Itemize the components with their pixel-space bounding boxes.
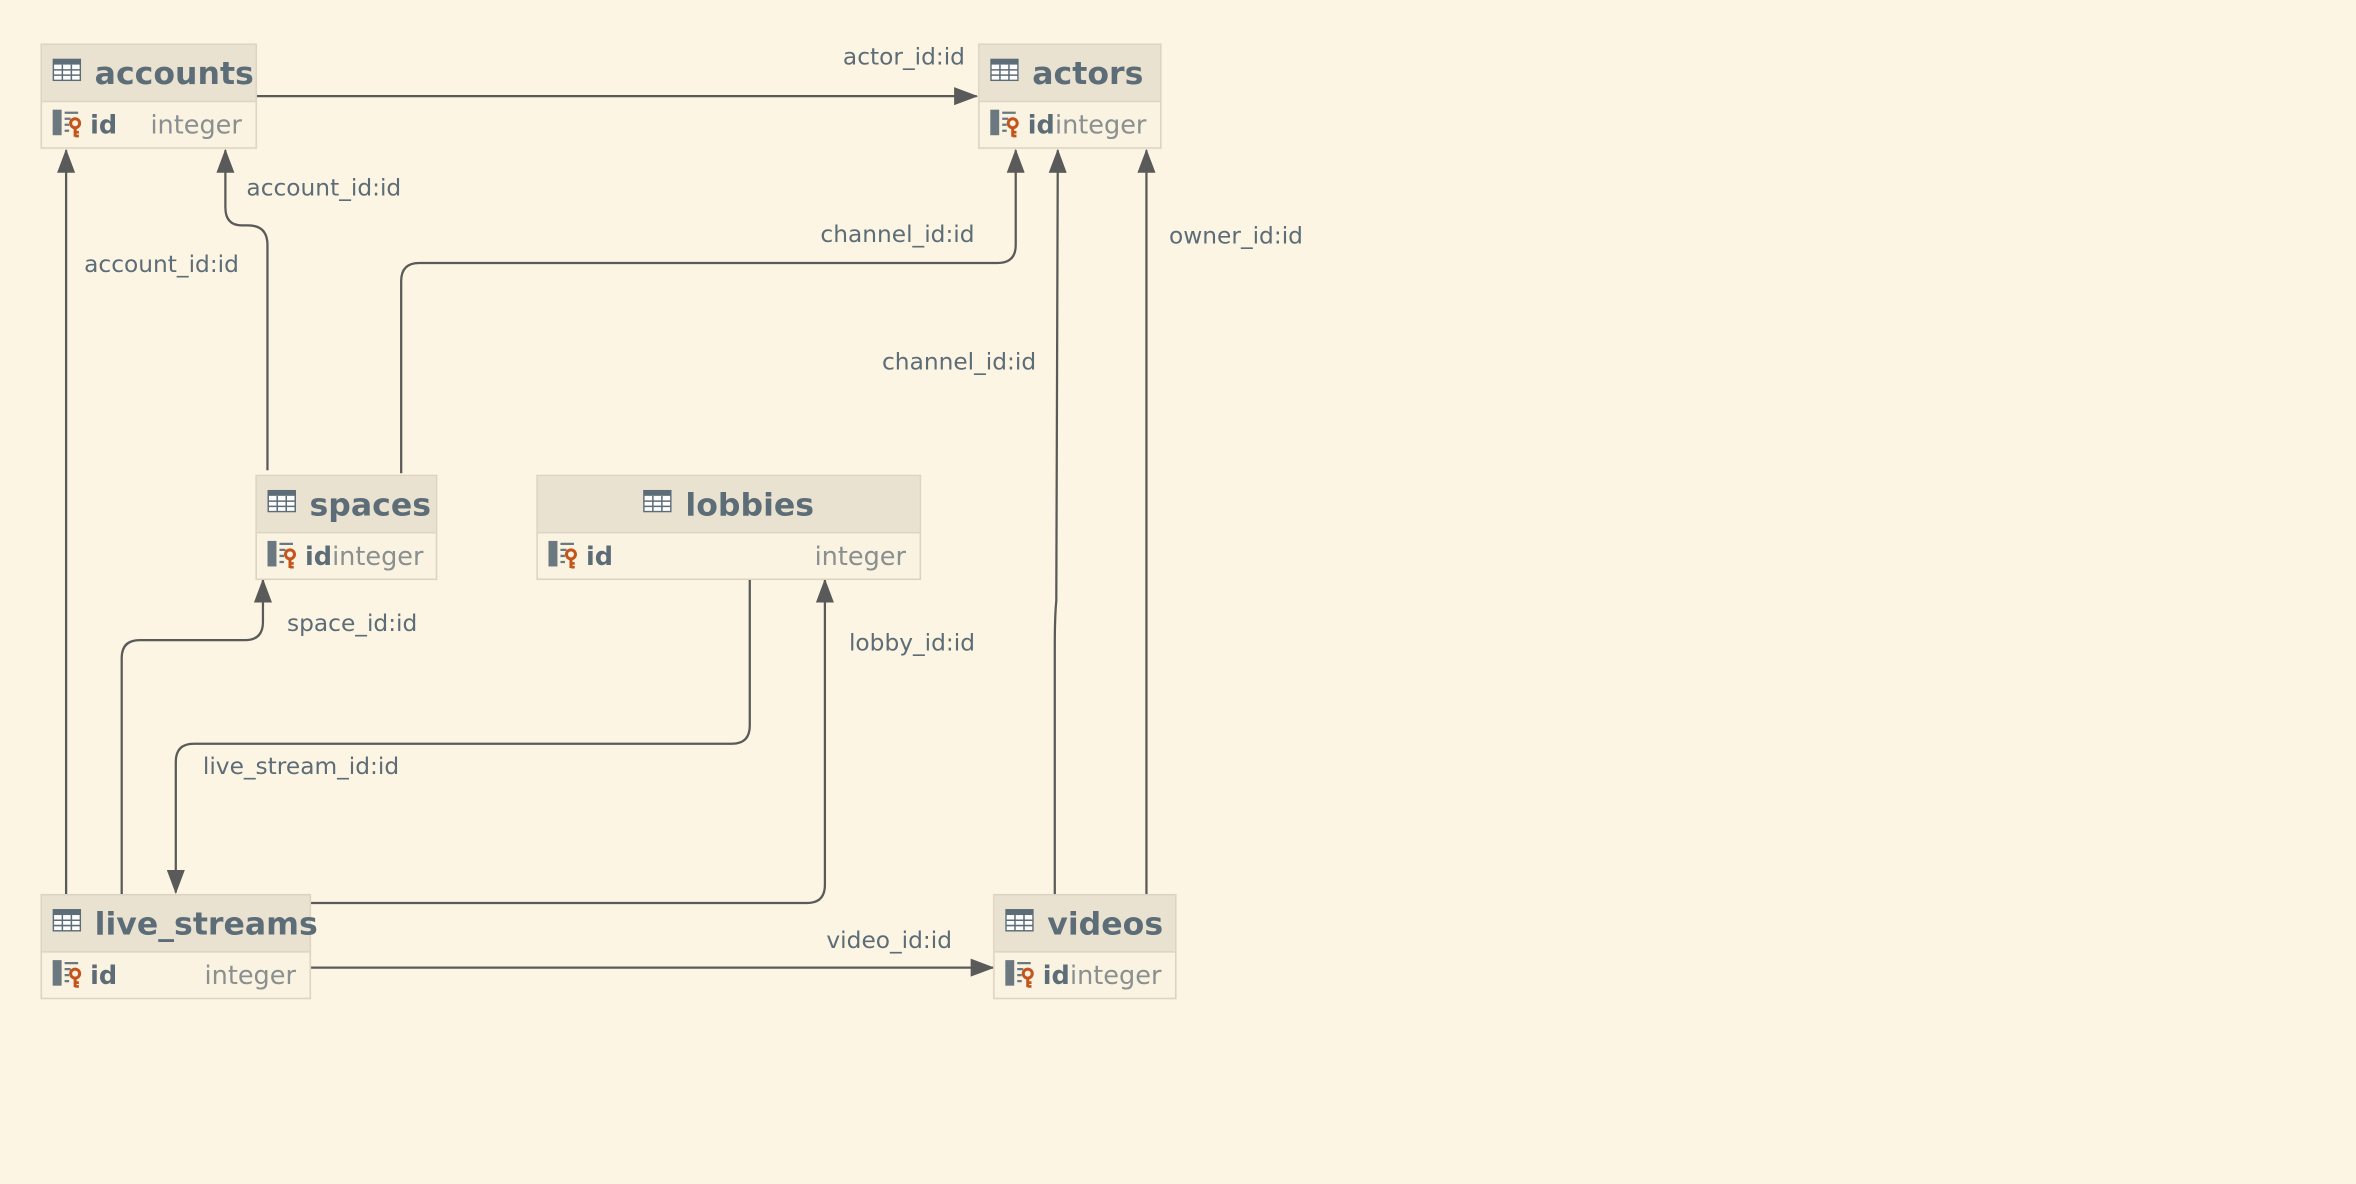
table-lobbies[interactable]: lobbies id integer: [536, 474, 922, 580]
table-name: spaces: [309, 486, 432, 523]
primary-key-icon: [1005, 958, 1035, 994]
table-live-streams[interactable]: live_streams id integer: [40, 894, 318, 1000]
label-video-id: video_id:id: [826, 927, 953, 955]
table-grid-icon: [1005, 909, 1034, 938]
table-name: lobbies: [685, 486, 815, 523]
primary-key-icon: [548, 539, 578, 575]
table-name: accounts: [94, 54, 254, 91]
edge-live-streams-spaces: [120, 578, 272, 895]
primary-key-icon: [990, 107, 1020, 143]
label-live-streams-account-id: account_id:id: [84, 250, 239, 278]
primary-key-icon: [267, 539, 297, 575]
table-actors[interactable]: actors id integer: [978, 43, 1162, 149]
primary-key-icon: [52, 958, 83, 994]
edge-videos-actors-channel: [1048, 148, 1067, 895]
column-name: id: [90, 960, 118, 991]
table-grid-icon: [267, 489, 297, 519]
edge-spaces-actors: [400, 148, 1025, 474]
edge-spaces-accounts: [216, 148, 269, 471]
column-row: id integer: [995, 953, 1175, 1000]
table-header: videos: [994, 895, 1175, 953]
column-name: id: [305, 541, 333, 572]
column-row: id integer: [538, 533, 920, 580]
column-name: id: [1042, 960, 1070, 991]
table-name: actors: [1032, 54, 1144, 91]
label-owner-id: owner_id:id: [1168, 222, 1303, 250]
column-type: integer: [1054, 110, 1147, 141]
column-row: id integer: [42, 953, 309, 1000]
column-type: integer: [1070, 960, 1162, 991]
primary-key-icon: [52, 107, 83, 143]
label-videos-channel-id: channel_id:id: [881, 348, 1037, 376]
column-row: id integer: [42, 102, 255, 149]
column-type: integer: [814, 541, 907, 572]
label-space-id: space_id:id: [286, 610, 418, 638]
label-actor-id: actor_id:id: [842, 43, 965, 71]
table-grid-icon: [990, 58, 1019, 88]
table-header: lobbies: [537, 476, 920, 534]
table-spaces[interactable]: spaces id integer: [255, 474, 438, 580]
table-grid-icon: [643, 489, 672, 519]
column-name: id: [90, 110, 118, 141]
table-header: live_streams: [42, 895, 318, 953]
edge-lobbies-live-streams: [166, 579, 751, 895]
column-type: integer: [204, 960, 297, 991]
table-name: videos: [1047, 905, 1164, 942]
column-row: id integer: [257, 533, 436, 580]
table-grid-icon: [52, 909, 82, 938]
table-grid-icon: [52, 58, 82, 88]
table-header: accounts: [42, 45, 256, 103]
column-name: id: [1027, 110, 1055, 141]
label-spaces-channel-id: channel_id:id: [820, 220, 975, 248]
edge-live-streams-lobbies: [311, 578, 834, 905]
table-videos[interactable]: videos id integer: [993, 894, 1177, 1000]
column-row: id integer: [980, 102, 1160, 149]
label-spaces-account-id: account_id:id: [246, 174, 402, 202]
table-name: live_streams: [94, 905, 318, 942]
table-header: spaces: [256, 476, 436, 534]
table-accounts[interactable]: accounts id integer: [40, 43, 257, 149]
column-name: id: [585, 541, 614, 572]
column-type: integer: [332, 541, 424, 572]
label-lobby-id: lobby_id:id: [848, 629, 976, 657]
column-type: integer: [150, 110, 242, 141]
table-header: actors: [979, 45, 1160, 103]
label-live-stream-id: live_stream_id:id: [202, 752, 400, 780]
